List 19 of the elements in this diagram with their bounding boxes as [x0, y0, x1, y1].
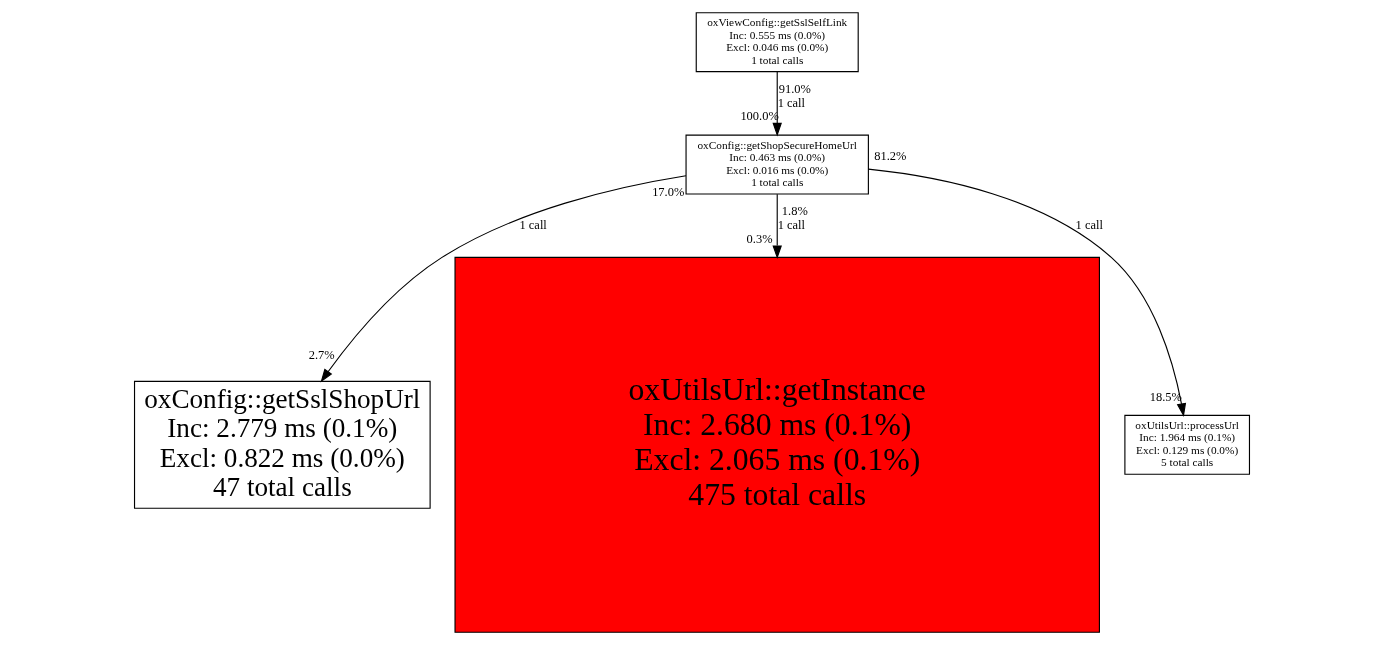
node-box: oxConfig::getSslShopUrl Inc: 2.779 ms (0.1%) Excl: 0.822 ms (0.0%) 47 total calls — [133, 380, 431, 509]
edge-label: 1 call — [519, 217, 547, 232]
arrow — [772, 193, 782, 260]
label: 81.2% — [874, 149, 907, 164]
label: 1.8% — [781, 204, 808, 219]
label: 0.3% — [746, 231, 773, 246]
arrow — [867, 168, 1187, 417]
edge-label: 1 call — [1075, 217, 1103, 232]
label: 17.0% — [652, 185, 685, 200]
arrow — [320, 175, 687, 383]
edge-label: 1 call — [777, 217, 806, 232]
label: 2.7% — [308, 348, 335, 363]
node-box: oxUtilsUrl::processUrl Inc: 1.964 ms (0.1%) Excl: 0.129 ms (0.0%) 5 total calls — [1124, 414, 1251, 475]
node-box: oxUtilsUrl::getInstance Inc: 2.680 ms (0.1%) Excl: 2.065 ms (0.1%) 475 total calls — [454, 256, 1100, 633]
arrow — [772, 71, 782, 137]
edge-label: 1 call — [777, 95, 806, 110]
label: 91.0% — [778, 81, 811, 96]
node-box: oxConfig::getShopSecureHomeUrl Inc: 0.463 ms (0.0%) Excl: 0.016 ms (0.0%) 1 total calls — [685, 134, 869, 195]
node-box: oxViewConfig::getSslSelfLink Inc: 0.555 ms (0.0%) Excl: 0.046 ms (0.0%) 1 total calls — [695, 12, 859, 73]
